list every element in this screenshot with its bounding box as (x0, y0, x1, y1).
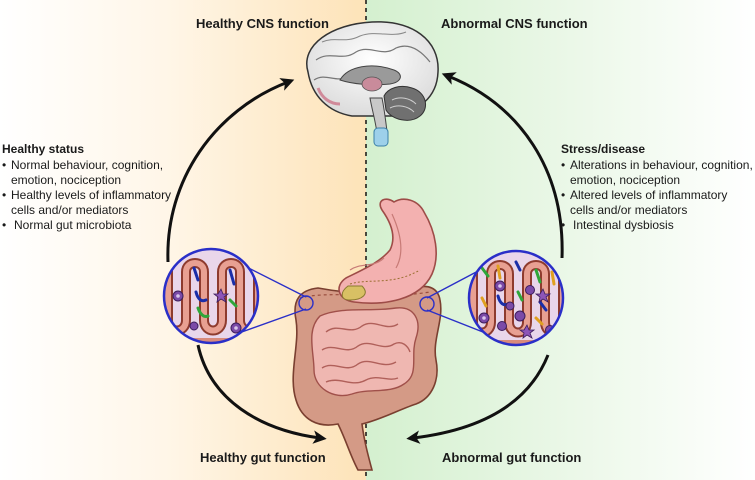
heading-healthy-gut: Healthy gut function (200, 450, 326, 465)
stress-disease-item: Altered levels of inflammatory cells and… (561, 188, 753, 218)
arrow-bottom-right (406, 354, 550, 444)
healthy-status-item: Healthy levels of inflammatory cells and… (2, 188, 190, 218)
heading-abnormal-gut: Abnormal gut function (442, 450, 582, 465)
heading-healthy-cns: Healthy CNS function (196, 16, 329, 31)
stress-disease-list: Alterations in behaviour, cognition, emo… (561, 158, 753, 233)
stress-disease-title: Stress/disease (561, 142, 646, 156)
arrow-bottom-left (196, 344, 327, 444)
healthy-status-list: Normal behaviour, cognition, emotion, no… (2, 158, 190, 233)
healthy-villi-zoom (162, 247, 260, 345)
healthy-status-item: Normal gut microbiota (2, 218, 190, 233)
brain-illustration (306, 21, 439, 147)
healthy-status-item: Normal behaviour, cognition, emotion, no… (2, 158, 190, 188)
dysbiosis-villi-zoom (467, 249, 565, 347)
heading-abnormal-cns: Abnormal CNS function (441, 16, 588, 31)
stress-disease-item: Intestinal dysbiosis (561, 218, 753, 233)
stress-disease-item: Alterations in behaviour, cognition, emo… (561, 158, 753, 188)
digestive-tract-illustration (292, 198, 442, 471)
healthy-status-panel: Healthy status Normal behaviour, cogniti… (2, 142, 190, 233)
stress-disease-panel: Stress/disease Alterations in behaviour,… (561, 142, 753, 233)
healthy-status-title: Healthy status (2, 142, 85, 156)
